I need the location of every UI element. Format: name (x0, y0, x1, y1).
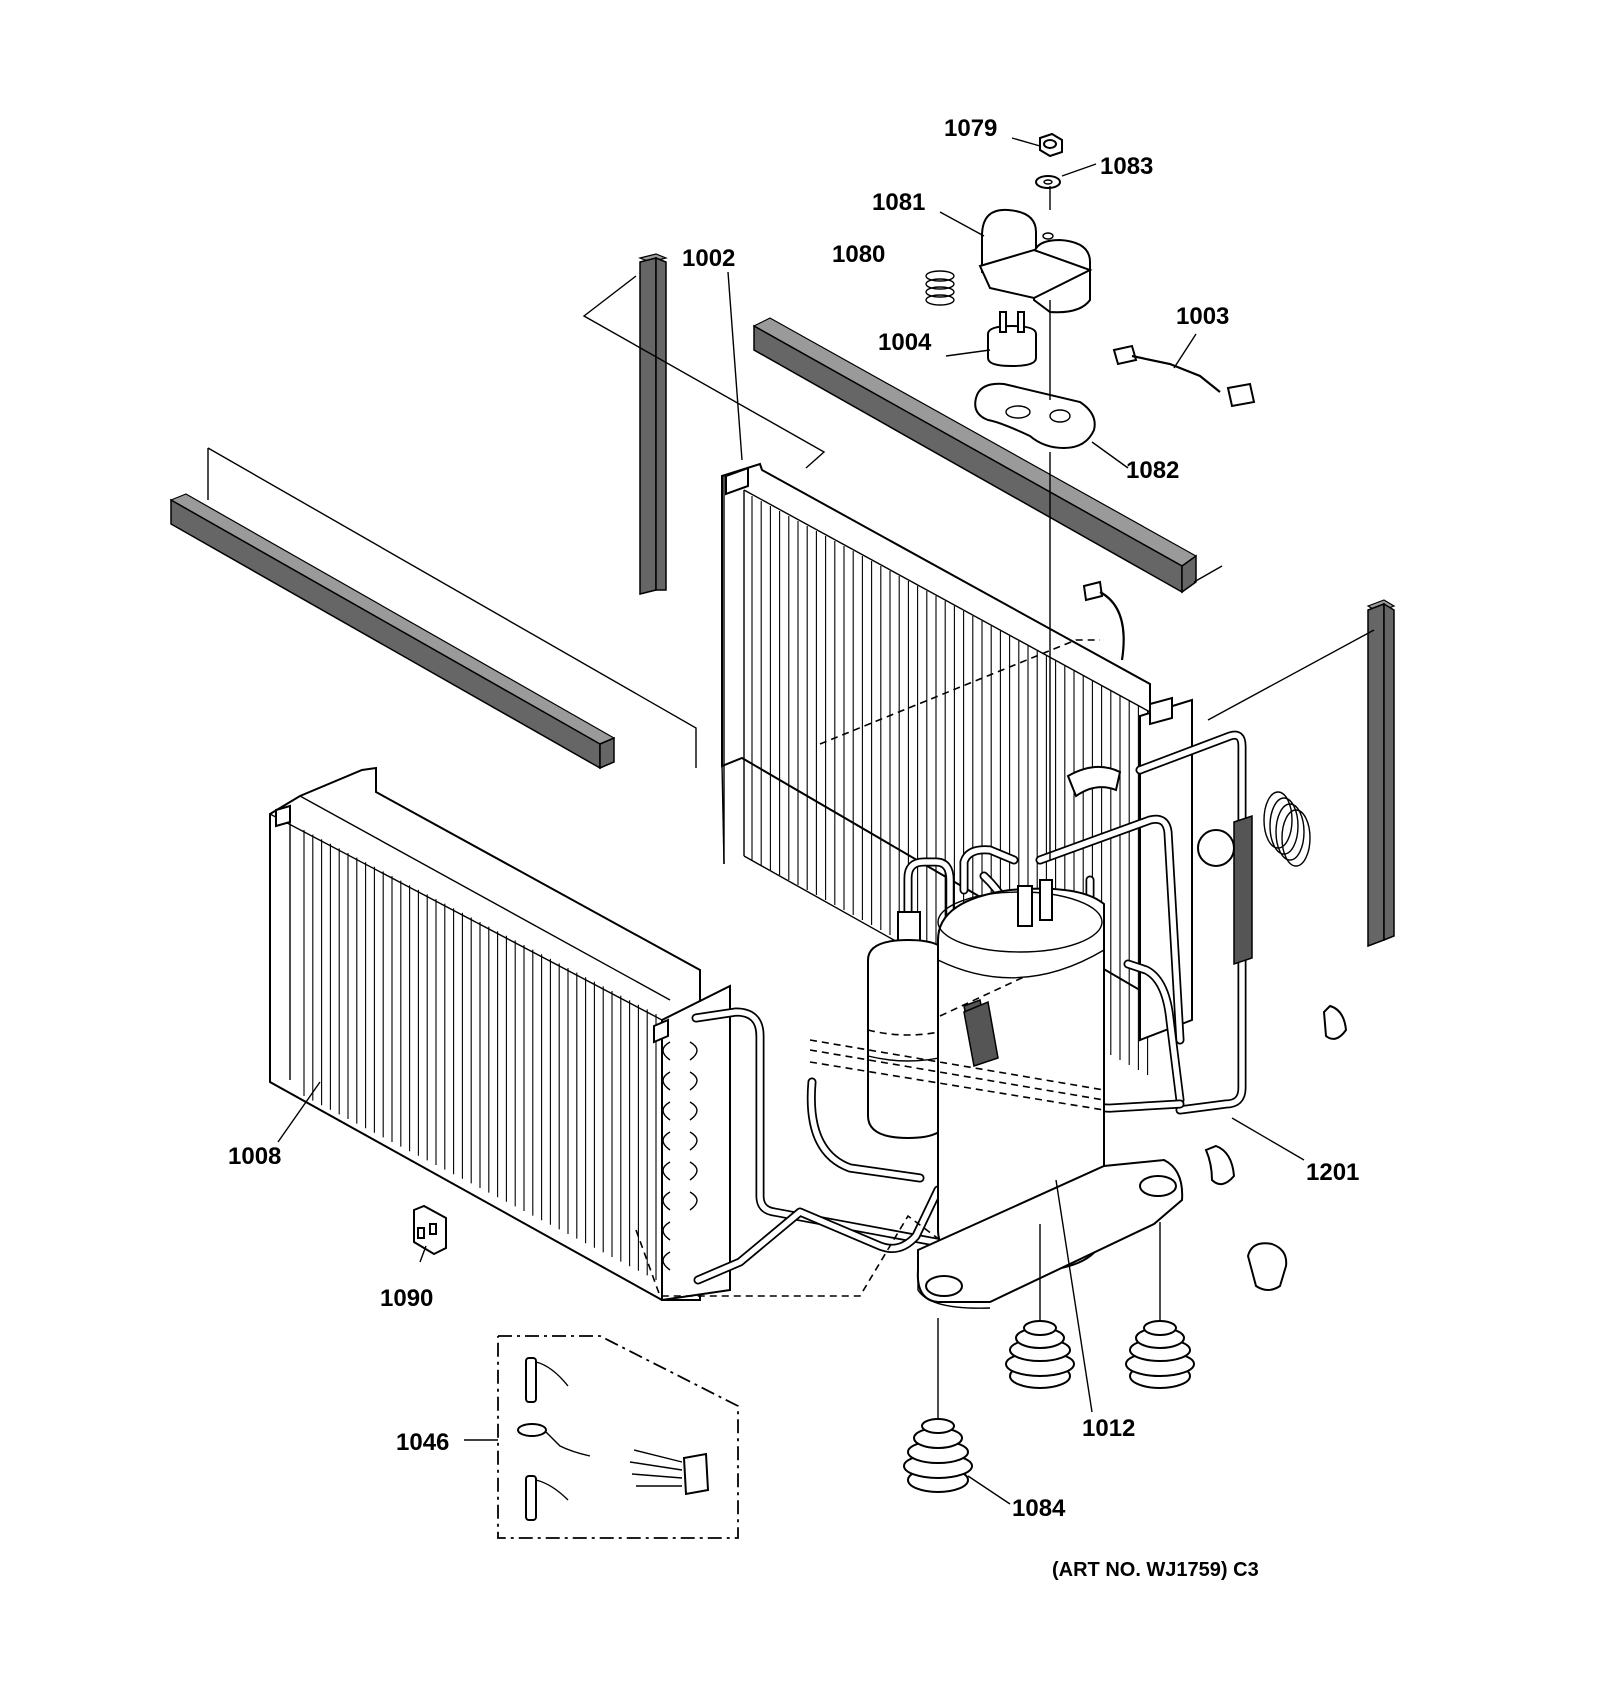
compressor (937, 879, 1105, 1274)
callout-1080: 1080 (832, 241, 885, 268)
callout-1090: 1090 (380, 1285, 433, 1312)
wire-harness-1003 (1082, 344, 1256, 661)
callout-1079: 1079 (944, 115, 997, 142)
callout-1012: 1012 (1082, 1415, 1135, 1442)
compressor-base (916, 1158, 1184, 1309)
mount-leader-lines (937, 1222, 1161, 1420)
callout-1002: 1002 (682, 245, 735, 272)
gasket-strip-right-top (752, 317, 1198, 594)
callout-1046: 1046 (396, 1429, 449, 1456)
parts-kit-1046 (497, 1335, 739, 1539)
gasket-strip-right-vertical (1366, 599, 1396, 948)
rubber-mount-3 (903, 1418, 973, 1493)
spring (925, 270, 955, 306)
accumulator (867, 911, 949, 1140)
kit-tube-1 (525, 1357, 569, 1403)
callout-1081: 1081 (872, 189, 925, 216)
callout-1008: 1008 (228, 1143, 281, 1170)
kit-connector (629, 1449, 710, 1496)
front-coil-hairpins (662, 1041, 698, 1271)
overload-switch (987, 311, 1037, 368)
art-number: (ART NO. WJ1759) C3 (1052, 1559, 1259, 1581)
gasket-strip-center-vertical (638, 253, 668, 595)
compressor-hidden-lines (635, 639, 1105, 1297)
callout-1201: 1201 (1306, 1159, 1359, 1186)
callout-1082: 1082 (1126, 457, 1179, 484)
callout-1084: 1084 (1012, 1495, 1066, 1522)
front-coil-fins (303, 830, 666, 1285)
insulation-sleeves (1066, 765, 1348, 1291)
callout-1004: 1004 (878, 329, 932, 356)
callout-leader-lines (277, 137, 1305, 1505)
capillary-coil (1197, 791, 1311, 966)
kit-sensor (517, 1423, 591, 1457)
kit-tube-2 (525, 1475, 569, 1521)
rubber-mount-1 (1005, 1320, 1075, 1389)
overload-protector-assembly (925, 132, 1096, 860)
gasket-strip-left-top (169, 493, 616, 770)
thermistor-clip-1090 (413, 1204, 447, 1256)
evaporator-coil-front (269, 766, 731, 1302)
callout-1003: 1003 (1176, 303, 1229, 330)
rubber-mount-2 (1125, 1320, 1195, 1389)
strip-leader-lines (207, 275, 1375, 768)
callout-1083: 1083 (1100, 153, 1153, 180)
